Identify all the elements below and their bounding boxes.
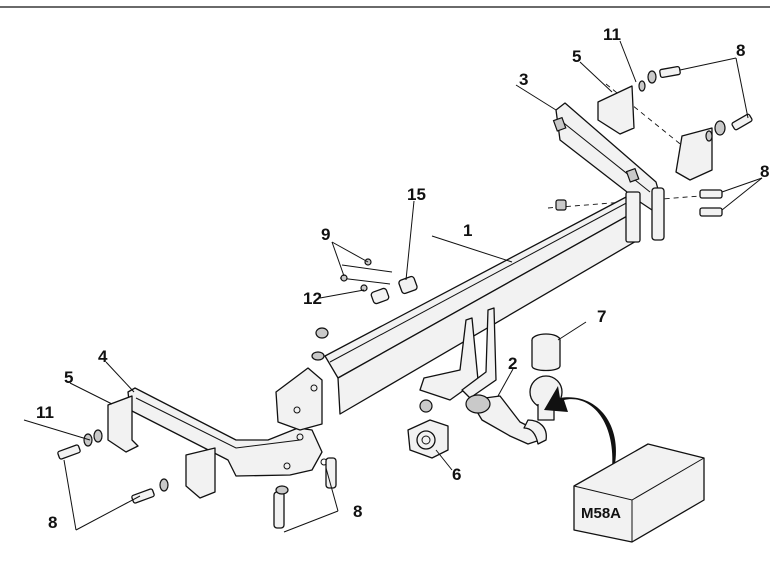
label-part-5-left: 5 bbox=[64, 368, 73, 387]
left-bracket-part-4 bbox=[127, 367, 328, 477]
label-part-9: 9 bbox=[321, 225, 330, 244]
label-part-11-left: 11 bbox=[36, 403, 54, 422]
label-part-1: 1 bbox=[463, 221, 472, 240]
label-part-8-right: 8 bbox=[760, 162, 769, 181]
part-labels: 1 2 3 4 5 5 6 7 8 8 8 8 9 11 11 12 15 bbox=[36, 25, 769, 532]
label-part-11-top: 11 bbox=[603, 25, 621, 44]
leader-lines bbox=[23, 40, 763, 533]
label-part-7: 7 bbox=[597, 307, 606, 326]
label-part-5-right: 5 bbox=[572, 47, 581, 66]
label-part-12: 12 bbox=[303, 289, 322, 308]
m58a-box-label: M58A bbox=[581, 505, 621, 522]
label-part-8-left: 8 bbox=[48, 513, 57, 532]
label-part-4: 4 bbox=[98, 347, 108, 366]
label-part-15: 15 bbox=[407, 185, 426, 204]
coupling-arm-part-2 bbox=[419, 307, 547, 445]
m58a-box: M58A bbox=[573, 443, 705, 543]
curved-arrow bbox=[544, 386, 617, 470]
label-part-8-bottom: 8 bbox=[353, 502, 362, 521]
socket-plate-part-6 bbox=[407, 399, 449, 459]
bolt-hardware bbox=[57, 65, 753, 529]
right-bracket-part-3 bbox=[552, 85, 713, 241]
left-bracket-part-5 bbox=[107, 395, 216, 499]
label-part-6: 6 bbox=[452, 465, 461, 484]
label-part-8-top: 8 bbox=[736, 41, 745, 60]
label-part-2: 2 bbox=[508, 354, 517, 373]
label-part-3: 3 bbox=[519, 70, 528, 89]
